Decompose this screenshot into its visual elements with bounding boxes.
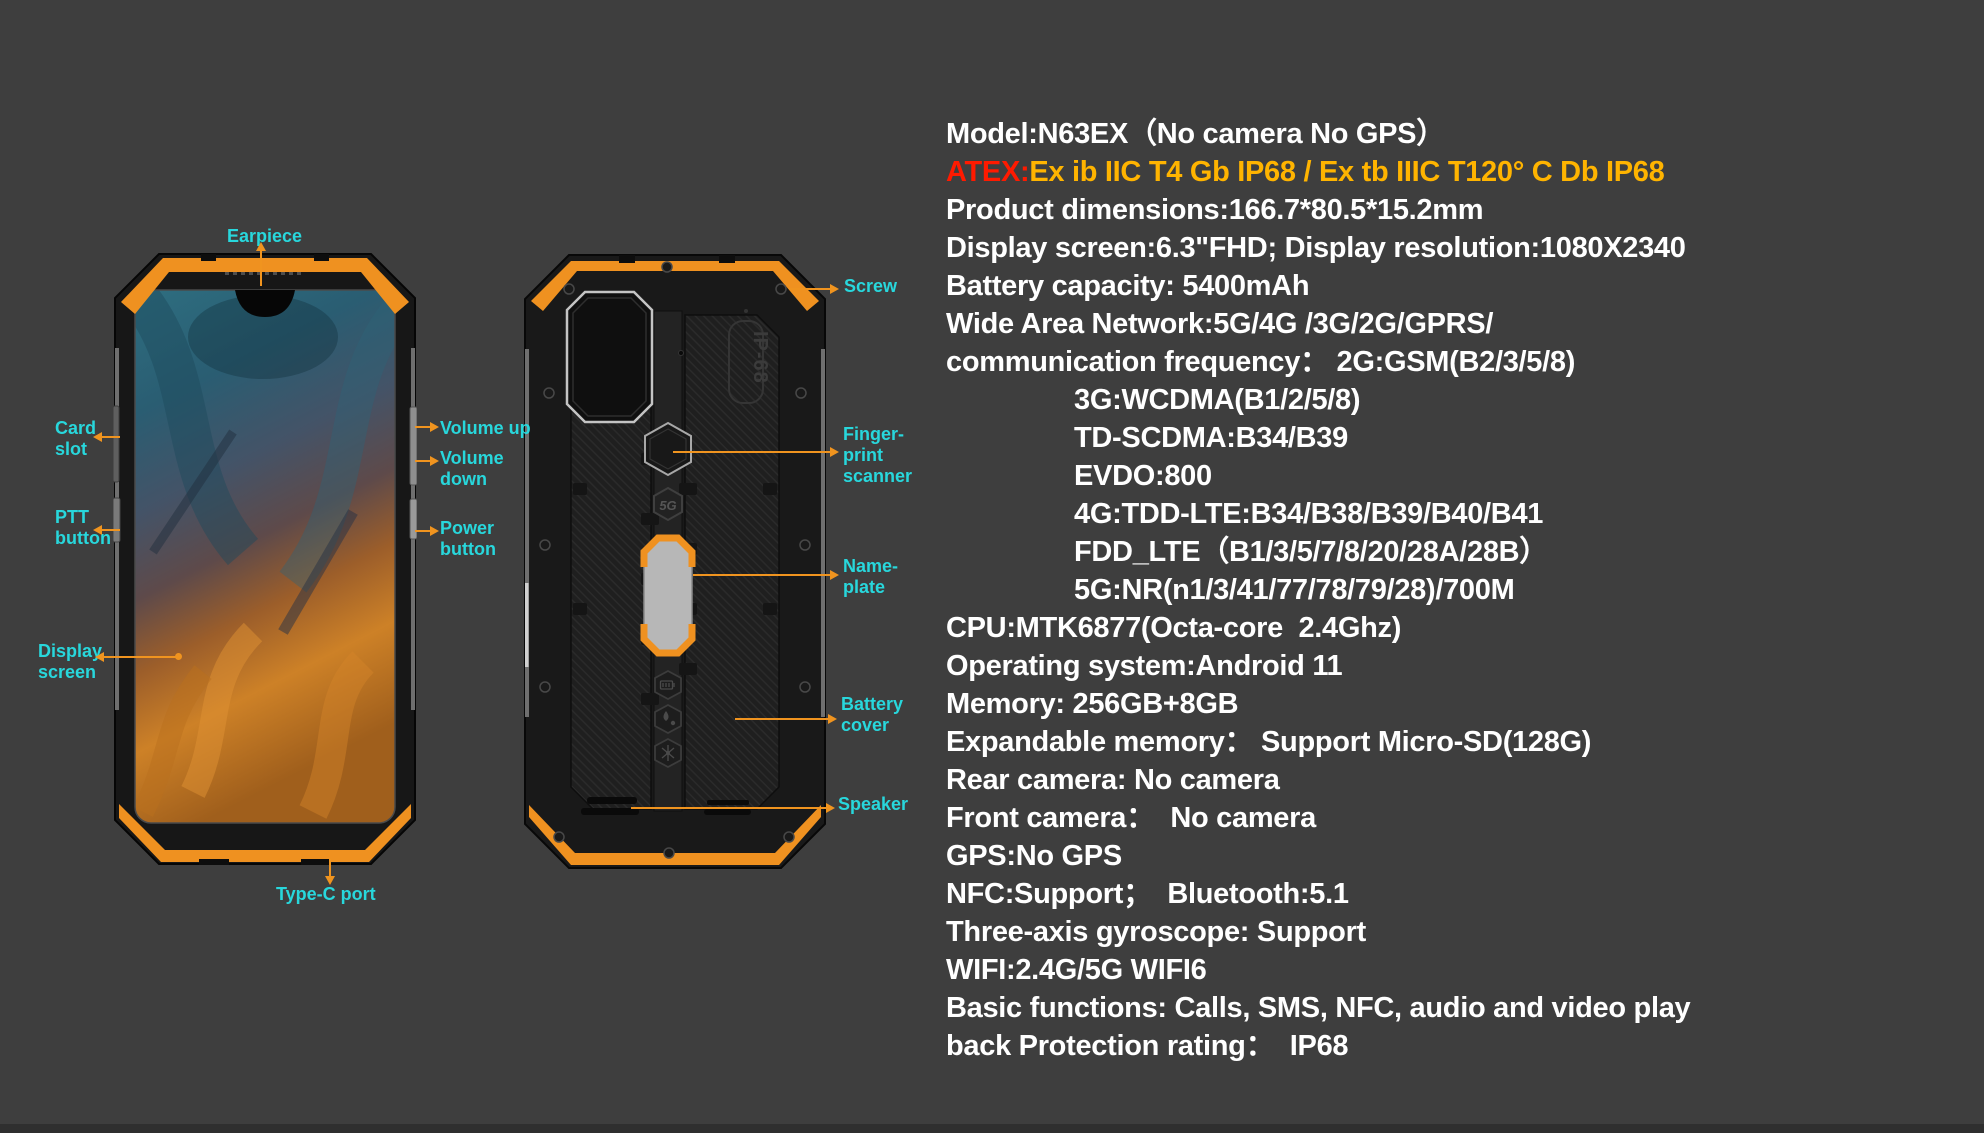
power-button-label: Power button bbox=[440, 518, 496, 559]
ptt-key-side bbox=[113, 497, 121, 543]
front-phone-illustration bbox=[113, 253, 417, 865]
spec-line: Product dimensions:166.7*80.5*15.2mm bbox=[946, 194, 1484, 226]
back-texture-right bbox=[684, 314, 780, 810]
spec-line: 4G:TDD-LTE:B34/B38/B39/B40/B41 bbox=[1074, 498, 1544, 530]
back-left-rail-highlight bbox=[525, 583, 529, 667]
bottom-edge-strip bbox=[0, 1124, 1984, 1133]
volume-rocker-side bbox=[409, 406, 417, 486]
spec-line: NFC:Support； Bluetooth:5.1 bbox=[946, 878, 1349, 910]
mic-dot bbox=[678, 350, 684, 356]
spec-atex-value: Ex ib IIC T4 Gb IP68 / Ex tb IIIC T120° … bbox=[1029, 156, 1665, 188]
spec-line: Battery capacity: 5400mAh bbox=[946, 270, 1310, 302]
spec-line: Basic functions: Calls, SMS, NFC, audio … bbox=[946, 992, 1691, 1024]
spec-line: Expandable memory： Support Micro-SD(128G… bbox=[946, 726, 1592, 758]
screws-group bbox=[539, 261, 811, 859]
card-slot-label: Card slot bbox=[55, 418, 97, 459]
battery-icon bbox=[659, 680, 675, 690]
spec-line: communication frequency： 2G:GSM(B2/3/5/8… bbox=[946, 346, 1576, 378]
ip68-dot bbox=[744, 309, 748, 313]
fingerprint-scanner-label: Finger- print scanner bbox=[843, 424, 913, 486]
power-button-arrow bbox=[414, 526, 439, 536]
card-tray-side bbox=[113, 405, 120, 483]
waterproof-icon-hex bbox=[654, 703, 682, 735]
battery-cover-label: Battery cover bbox=[841, 694, 904, 735]
fingerprint-scanner-hex-inner bbox=[649, 428, 687, 470]
fingerprint-scanner-arrow bbox=[672, 447, 839, 457]
spec-line: GPS:No GPS bbox=[946, 840, 1122, 872]
volume-up-arrow bbox=[414, 422, 439, 432]
name-plate-arrow bbox=[692, 570, 839, 580]
volume-down-arrow bbox=[414, 456, 439, 466]
spec-line: CPU:MTK6877(Octa-core 2.4Ghz) bbox=[946, 612, 1402, 644]
ip68-frame bbox=[728, 320, 764, 404]
nameplate-orange-corners bbox=[640, 534, 696, 657]
antenna-notch-left bbox=[201, 254, 216, 261]
back-antenna-notch-left bbox=[619, 255, 635, 263]
spec-line: Wide Area Network:5G/4G /3G/2G/GPRS/ bbox=[946, 308, 1494, 340]
screw-arrow bbox=[788, 284, 839, 294]
antenna-notch-right bbox=[314, 254, 329, 261]
feature-icon bbox=[661, 745, 675, 761]
nameplate-plate bbox=[643, 537, 693, 654]
bottom-foot-left bbox=[199, 859, 229, 865]
spec-line: Memory: 256GB+8GB bbox=[946, 688, 1239, 720]
volume-down-label: Volume down bbox=[440, 448, 504, 489]
back-phone-illustration: IP-68 5G bbox=[524, 254, 826, 869]
battery-icon-hex bbox=[654, 669, 682, 701]
speaker-label: Speaker bbox=[838, 794, 909, 814]
orange-bottom-bumper bbox=[119, 804, 411, 862]
speaker-arrow bbox=[630, 803, 835, 813]
spec-list: Model:N63EX（No camera No GPS） ATEX:Ex ib… bbox=[946, 115, 1976, 1065]
back-left-rail bbox=[525, 349, 529, 717]
back-orange-top-bumper bbox=[531, 261, 819, 311]
card-slot-arrow bbox=[93, 432, 121, 442]
spec-line: Three-axis gyroscope: Support bbox=[946, 916, 1366, 948]
ip68-engraving: IP-68 bbox=[749, 331, 771, 384]
camera-plate-inner bbox=[572, 297, 647, 417]
spec-line: 3G:WCDMA(B1/2/5/8) bbox=[1074, 384, 1361, 416]
ptt-button-arrow bbox=[93, 525, 121, 535]
speaker-grille-left bbox=[581, 797, 639, 815]
spec-line: back Protection rating： IP68 bbox=[946, 1030, 1349, 1062]
back-right-rail bbox=[821, 349, 825, 717]
earpiece-label: Earpiece bbox=[227, 226, 303, 246]
back-orange-bottom-bumper bbox=[529, 805, 821, 865]
name-plate-label: Name- plate bbox=[843, 556, 899, 597]
spec-line: Front camera： No camera bbox=[946, 802, 1316, 834]
spec-atex: ATEX:Ex ib IIC T4 Gb IP68 / Ex tb IIIC T… bbox=[946, 153, 1976, 191]
waterproof-icon bbox=[663, 711, 676, 726]
power-key-side bbox=[409, 498, 417, 540]
battery-cover-arrow bbox=[734, 714, 837, 724]
spec-line: 5G:NR(n1/3/41/77/78/79/28)/700M bbox=[1074, 574, 1515, 606]
screen-notch bbox=[235, 290, 295, 317]
spec-line: Display screen:6.3"FHD; Display resoluti… bbox=[946, 232, 1686, 264]
spec-line: WIFI:2.4G/5G WIFI6 bbox=[946, 954, 1207, 986]
badge-5g-hex bbox=[653, 486, 683, 522]
spec-line: Rear camera: No camera bbox=[946, 764, 1280, 796]
spec-atex-label: ATEX: bbox=[946, 156, 1030, 188]
badge-5g-text: 5G bbox=[659, 498, 676, 513]
display-screen-arrow bbox=[95, 652, 182, 662]
camera-plate bbox=[565, 290, 654, 424]
back-antenna-notch-right bbox=[719, 255, 735, 263]
bottom-foot-right bbox=[301, 859, 331, 865]
spec-line: Operating system:Android 11 bbox=[946, 650, 1343, 682]
spec-line: TD-SCDMA:B34/B39 bbox=[1074, 422, 1348, 454]
front-screen-wallpaper bbox=[135, 290, 395, 823]
type-c-port-label: Type-C port bbox=[276, 884, 376, 904]
speaker-grille-right bbox=[704, 800, 751, 815]
volume-up-label: Volume up bbox=[440, 418, 531, 438]
type-c-port-arrow bbox=[325, 858, 335, 885]
display-screen-label: Display screen bbox=[38, 641, 103, 682]
screw-label: Screw bbox=[844, 276, 898, 296]
earpiece-arrow bbox=[256, 242, 266, 287]
orange-top-bumper bbox=[121, 258, 409, 314]
spec-line: FDD_LTE（B1/3/5/7/8/20/28A/28B） bbox=[1074, 536, 1548, 568]
spec-model: Model:N63EX（No camera No GPS） bbox=[946, 118, 1445, 150]
spec-line: EVDO:800 bbox=[1074, 460, 1212, 492]
